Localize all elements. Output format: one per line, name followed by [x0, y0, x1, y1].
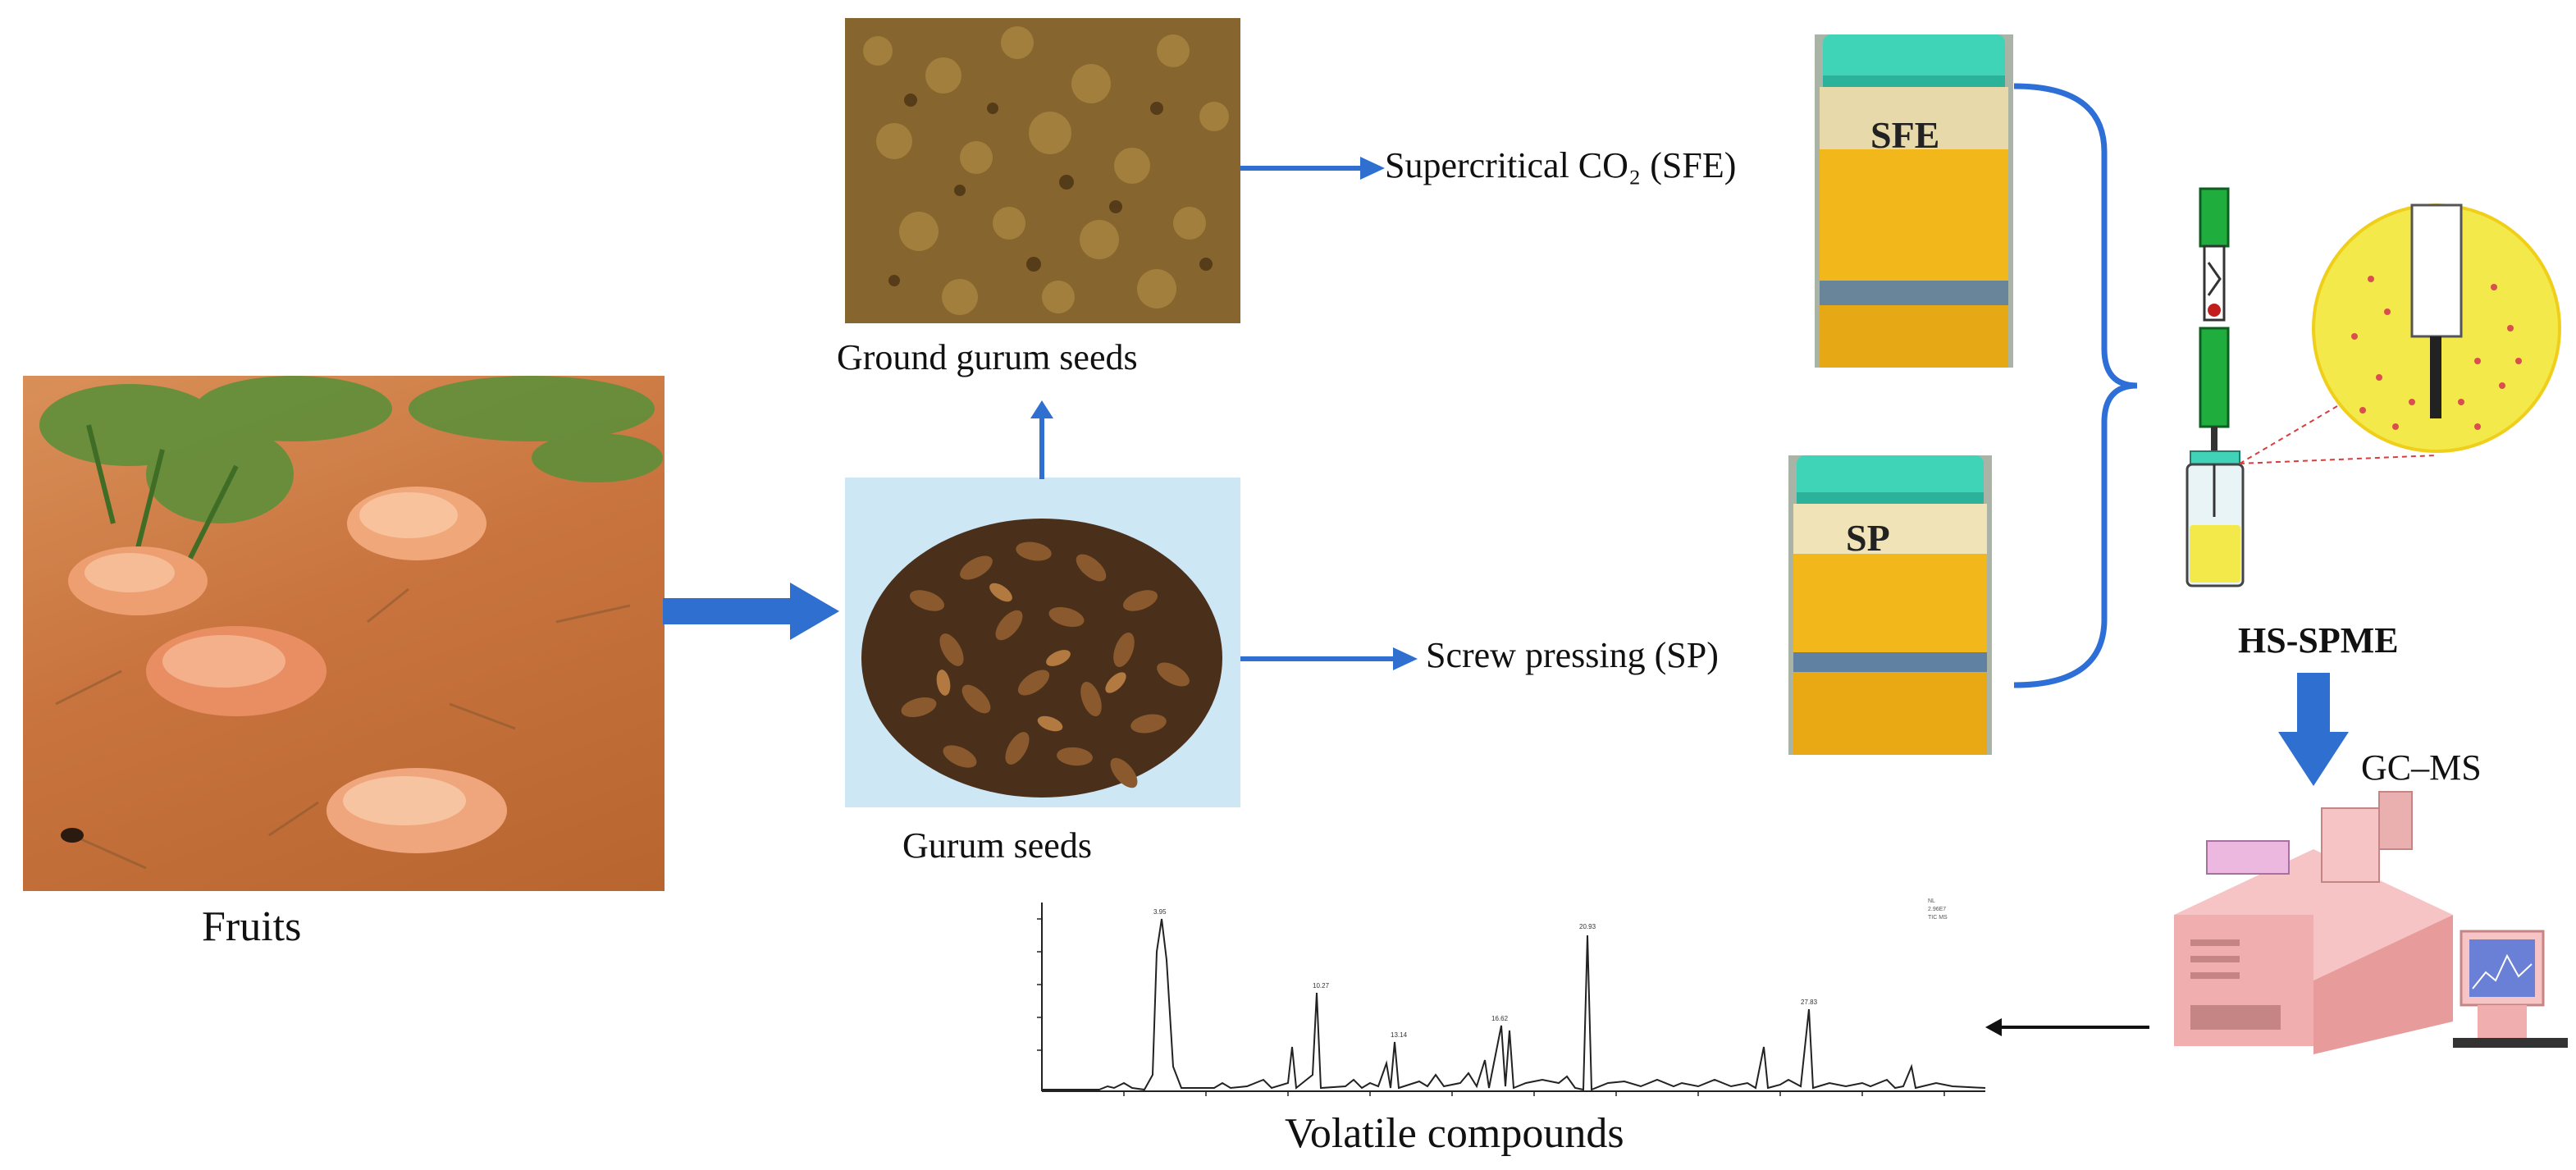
gc-ms-label: GC–MS	[2361, 747, 2482, 788]
gc-ms-instrument	[2174, 791, 2568, 1054]
gurum-seeds-photo	[845, 478, 1240, 807]
svg-text:16.62: 16.62	[1491, 1015, 1509, 1022]
hs-spme-label: HS-SPME	[2238, 620, 2399, 660]
ground-seeds-label: Ground gurum seeds	[837, 337, 1138, 377]
seeds-illustration	[861, 519, 1222, 798]
svg-text:10.27: 10.27	[1313, 982, 1330, 989]
arrow-ground-to-sfe	[1240, 157, 1385, 180]
svg-text:NL: NL	[1928, 898, 1935, 904]
volatile-compounds-label: Volatile compounds	[1285, 1110, 1624, 1157]
chromatogram-trace	[1042, 918, 1986, 1091]
arrow-gcms-to-chromatogram	[1985, 1018, 2149, 1036]
gurum-seeds-label: Gurum seeds	[902, 825, 1092, 866]
fruits-illustration	[39, 376, 663, 870]
svg-text:3.95: 3.95	[1153, 908, 1167, 916]
hs-spme-device	[2185, 187, 2561, 587]
svg-text:27.83: 27.83	[1801, 999, 1818, 1006]
svg-text:2.96E7: 2.96E7	[1928, 907, 1946, 912]
arrow-seeds-to-sp	[1240, 647, 1418, 670]
merge-bracket	[2013, 83, 2138, 688]
sfe-jar-label: SFE	[1870, 114, 1940, 156]
arrow-seeds-to-ground	[1030, 400, 1053, 479]
fruit-3	[146, 626, 327, 716]
arrow-spme-to-gcms	[2278, 673, 2349, 786]
fruit-4	[327, 768, 507, 853]
svg-text:TIC MS: TIC MS	[1928, 915, 1948, 921]
ground-seeds-photo	[845, 18, 1240, 323]
sp-jar-label: SP	[1846, 517, 1890, 559]
fruit-2	[68, 546, 208, 615]
svg-text:20.93: 20.93	[1579, 923, 1596, 930]
svg-text:13.14: 13.14	[1391, 1031, 1408, 1039]
chromatogram-plot: 3.95 10.27 20.93 16.62 27.83 13.14 NL 2.96E7T…	[1037, 898, 1986, 1096]
fruits-label: Fruits	[202, 903, 302, 950]
fruits-photo	[23, 376, 665, 891]
arrow-fruits-to-seeds	[663, 583, 839, 640]
fruit-1	[347, 487, 486, 560]
sp-method-label: Screw pressing (SP)	[1426, 635, 1719, 675]
sp-jar-illustration	[1793, 455, 1987, 755]
sfe-jar-photo: SFE	[1815, 34, 2013, 368]
sp-jar-photo: SP	[1788, 455, 1992, 755]
sfe-method-label: Supercritical CO₂ (SFE)	[1385, 145, 1737, 185]
ground-seeds-texture	[845, 18, 1240, 323]
sfe-jar-illustration	[1820, 34, 2008, 368]
